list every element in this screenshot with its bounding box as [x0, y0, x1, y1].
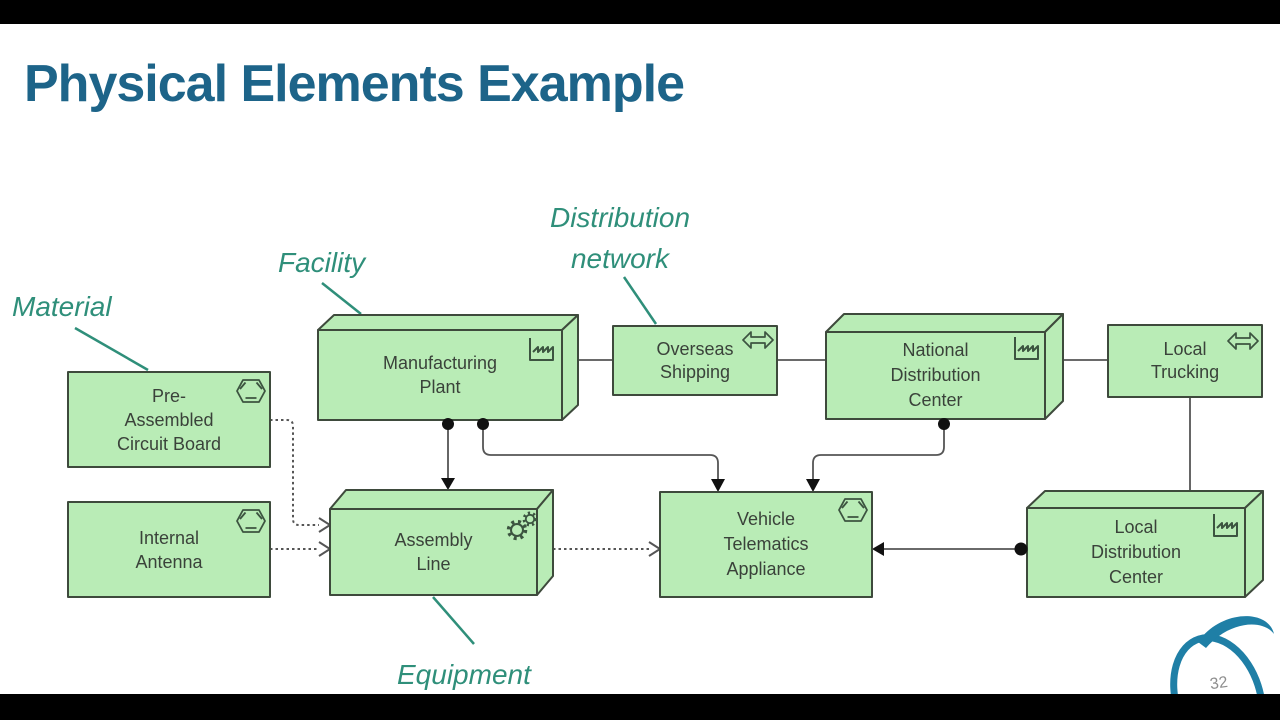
node-label-vehicle-telematics-appliance: Vehicle Telematics Appliance [723, 509, 809, 579]
node-label-circuit-board: Pre- Assembled Circuit Board [116, 385, 222, 454]
open-group-logo [1170, 616, 1274, 694]
facility-factory-icon [1213, 514, 1238, 537]
annotation-material: Material [12, 291, 112, 322]
node-front-face [1026, 507, 1246, 598]
annotation-pointer-lines [74, 276, 658, 645]
distribution-network-pointer-line [622, 276, 658, 325]
open-arrowhead-assembly-bottom [318, 541, 332, 557]
node-overseas-shipping [612, 325, 778, 396]
node-top-face [317, 314, 579, 331]
open-arrowhead-assembly-top [318, 517, 332, 533]
equipment-pointer-line [432, 596, 475, 645]
node-front-face [825, 331, 1046, 420]
arrowhead-down-vta-left [711, 479, 725, 492]
node-label-local-distribution-center: Local Distribution Center [1090, 517, 1182, 587]
node-assembly-line [329, 489, 554, 596]
arrowhead-down-assembly [441, 478, 455, 490]
material-hexagon-icon [236, 379, 266, 403]
annotation-facility: Facility [278, 247, 366, 278]
material-hexagon-icon [838, 498, 868, 522]
facility-factory-icon [529, 338, 554, 361]
node-local-distribution-center [1026, 490, 1264, 598]
distribution-network-arrow-icon [1227, 332, 1259, 350]
node-top-face [825, 313, 1064, 333]
connectors-solid [447, 359, 1191, 550]
slide-title: Physical Elements Example [24, 55, 685, 113]
node-label-overseas-shipping: Overseas Shipping [656, 338, 734, 382]
equipment-gears-icon [506, 511, 538, 541]
node-label-manufacturing-plant: Manufacturing Plant [382, 353, 498, 397]
letterbox-top-bar [0, 0, 1280, 24]
page-number: 32 [1208, 673, 1229, 694]
node-side-face [1044, 313, 1064, 420]
junction-dot [442, 418, 454, 430]
node-top-face [329, 489, 554, 510]
material-pointer-line [74, 326, 149, 372]
node-front-face [317, 329, 563, 421]
node-top-face [1026, 490, 1264, 509]
connector-arrowheads [441, 478, 884, 556]
node-national-distribution-center [825, 313, 1064, 420]
node-icons [236, 331, 1259, 541]
arrowhead-left-vta [872, 542, 884, 556]
junction-dots [442, 418, 1028, 556]
junction-dot [1014, 542, 1028, 556]
arrowhead-down-vta-right [806, 479, 820, 492]
node-label-local-trucking: Local Trucking [1150, 339, 1220, 382]
facility-factory-icon [1014, 337, 1039, 360]
node-circuit-board [67, 371, 271, 468]
junction-dot [477, 418, 489, 430]
annotation-distribution-network: Distribution network [549, 202, 691, 274]
node-label-national-distribution-center: National Distribution Center [890, 340, 981, 410]
node-front-face [329, 508, 538, 596]
node-side-face [561, 314, 579, 421]
node-internal-antenna [67, 501, 271, 598]
open-arrowhead-vta [648, 541, 662, 557]
node-manufacturing-plant [317, 314, 579, 421]
diagram-nodes [67, 313, 1264, 598]
distribution-network-arrow-icon [742, 331, 774, 349]
node-side-face [1244, 490, 1264, 598]
edge-plant-to-vta [482, 424, 719, 480]
logo-swoosh [1198, 616, 1274, 648]
edge-national-dc-to-vta [812, 424, 945, 480]
edge-circuit-board-to-assembly [270, 419, 319, 526]
node-label-internal-antenna: Internal Antenna [135, 527, 203, 572]
letterbox-bottom-bar [0, 694, 1280, 720]
node-side-face [536, 489, 554, 596]
node-label-assembly-line: Assembly Line [394, 530, 473, 574]
facility-pointer-line [321, 282, 362, 315]
connectors-dotted [270, 419, 649, 550]
node-vehicle-telematics-appliance [659, 491, 873, 598]
annotation-equipment: Equipment [397, 659, 531, 690]
junction-dot [938, 418, 950, 430]
material-hexagon-icon [236, 509, 266, 533]
